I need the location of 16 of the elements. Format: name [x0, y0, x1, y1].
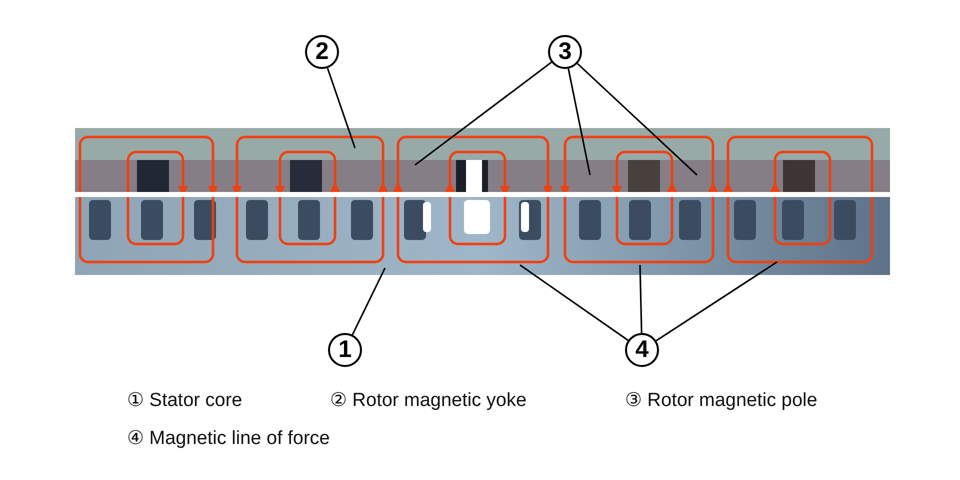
leader-line	[352, 268, 386, 336]
leader-line	[520, 264, 628, 341]
callout-number: 3	[548, 35, 582, 69]
callout-number: 2	[305, 35, 339, 69]
leader-line	[414, 62, 552, 166]
legend-text: ① Stator core	[127, 389, 242, 412]
legend-text: ④ Magnetic line of force	[127, 427, 330, 450]
leader-line	[639, 264, 642, 334]
callout-number: 1	[328, 333, 362, 367]
leader-line	[326, 68, 356, 148]
callout-number: 4	[625, 333, 659, 367]
legend-text: ② Rotor magnetic yoke	[330, 389, 527, 412]
leader-line	[656, 261, 778, 342]
leader-line	[568, 68, 591, 176]
leader-line	[576, 63, 698, 176]
legend-text: ③ Rotor magnetic pole	[625, 389, 818, 412]
